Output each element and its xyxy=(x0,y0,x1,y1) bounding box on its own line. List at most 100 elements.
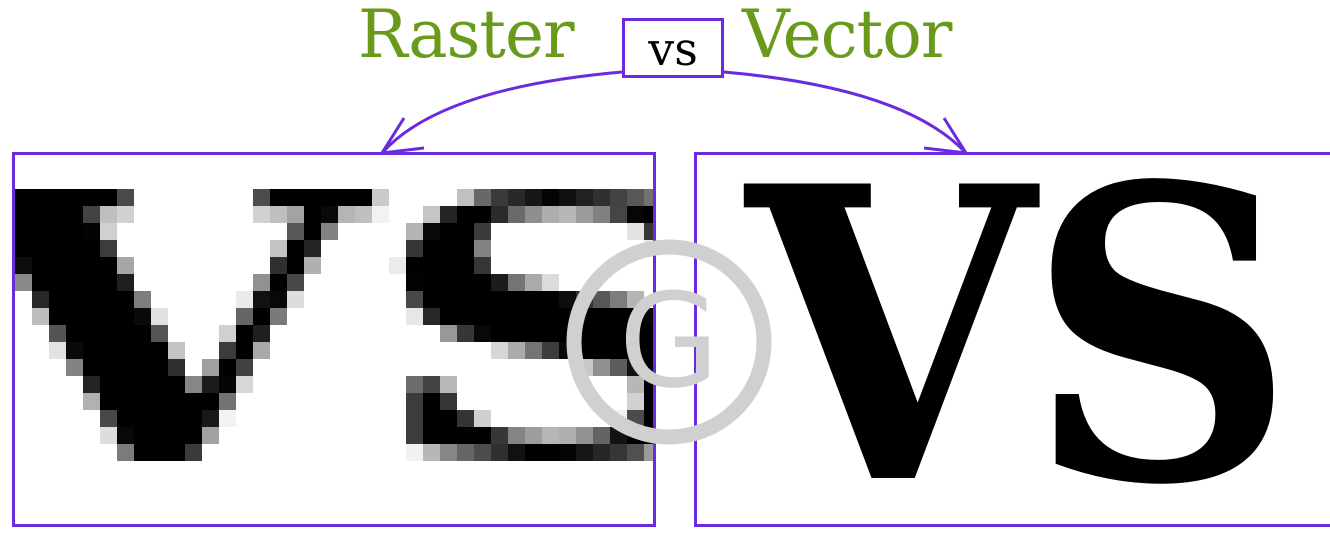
raster-pixel xyxy=(117,206,134,223)
raster-pixel xyxy=(338,206,355,223)
raster-pixel xyxy=(321,189,338,206)
raster-pixel xyxy=(168,427,185,444)
raster-pixel xyxy=(15,274,32,291)
raster-pixel xyxy=(49,206,66,223)
raster-pixel xyxy=(559,206,576,223)
raster-pixel xyxy=(457,444,474,461)
raster-pixel xyxy=(440,393,457,410)
raster-pixel xyxy=(338,189,355,206)
raster-pixel xyxy=(49,189,66,206)
raster-pixel xyxy=(83,359,100,376)
raster-pixel xyxy=(372,206,389,223)
raster-pixel xyxy=(423,240,440,257)
raster-pixel xyxy=(474,189,491,206)
raster-glyph xyxy=(15,189,653,461)
raster-pixel xyxy=(423,223,440,240)
raster-pixel xyxy=(474,206,491,223)
raster-pixel xyxy=(457,291,474,308)
raster-pixel xyxy=(423,308,440,325)
raster-pixel xyxy=(457,206,474,223)
raster-pixel xyxy=(559,444,576,461)
raster-pixel xyxy=(117,359,134,376)
raster-pixel xyxy=(202,427,219,444)
raster-pixel xyxy=(576,359,593,376)
raster-pixel xyxy=(151,342,168,359)
raster-pixel xyxy=(168,376,185,393)
raster-pixel xyxy=(593,444,610,461)
raster-pixel xyxy=(270,274,287,291)
raster-pixel xyxy=(627,342,644,359)
raster-pixel xyxy=(474,240,491,257)
raster-pixel xyxy=(236,291,253,308)
raster-pixel xyxy=(253,206,270,223)
raster-pixel xyxy=(406,257,423,274)
raster-pixel xyxy=(15,206,32,223)
raster-pixel xyxy=(474,427,491,444)
raster-pixel xyxy=(406,291,423,308)
raster-pixel xyxy=(219,393,236,410)
raster-pixel xyxy=(49,291,66,308)
raster-pixel xyxy=(440,376,457,393)
raster-pixel xyxy=(270,257,287,274)
raster-pixel xyxy=(100,325,117,342)
raster-pixel xyxy=(457,240,474,257)
raster-pixel xyxy=(151,444,168,461)
raster-pixel xyxy=(287,189,304,206)
raster-pixel xyxy=(593,427,610,444)
raster-pixel xyxy=(542,206,559,223)
raster-pixel xyxy=(49,308,66,325)
raster-pixel xyxy=(100,376,117,393)
raster-pixel xyxy=(440,427,457,444)
raster-pixel xyxy=(610,444,627,461)
raster-pixel xyxy=(559,325,576,342)
raster-pixel xyxy=(406,274,423,291)
raster-pixel xyxy=(508,325,525,342)
raster-pixel xyxy=(134,291,151,308)
raster-pixel xyxy=(542,427,559,444)
raster-pixel xyxy=(253,325,270,342)
raster-pixel xyxy=(542,342,559,359)
raster-pixel xyxy=(83,274,100,291)
raster-pixel xyxy=(406,308,423,325)
raster-pixel xyxy=(49,342,66,359)
raster-pixel xyxy=(253,308,270,325)
raster-pixel xyxy=(440,308,457,325)
raster-pixel xyxy=(542,291,559,308)
raster-pixel xyxy=(49,325,66,342)
raster-pixel xyxy=(389,257,406,274)
raster-pixel xyxy=(304,189,321,206)
raster-pixel xyxy=(117,274,134,291)
raster-pixel xyxy=(117,189,134,206)
raster-pixel xyxy=(15,223,32,240)
raster-pixel xyxy=(525,291,542,308)
raster-pixel xyxy=(66,206,83,223)
raster-pixel xyxy=(610,291,627,308)
raster-pixel xyxy=(49,274,66,291)
raster-pixel xyxy=(100,206,117,223)
arc-to-raster xyxy=(380,70,623,154)
raster-pixel xyxy=(202,393,219,410)
raster-pixel xyxy=(644,427,653,444)
raster-pixel xyxy=(304,240,321,257)
raster-pixel xyxy=(474,223,491,240)
raster-pixel xyxy=(287,291,304,308)
raster-pixel xyxy=(32,240,49,257)
raster-pixel xyxy=(100,257,117,274)
raster-pixel xyxy=(168,444,185,461)
raster-pixel xyxy=(423,291,440,308)
raster-pixel xyxy=(287,274,304,291)
raster-pixel xyxy=(117,410,134,427)
raster-pixel xyxy=(100,342,117,359)
raster-pixel xyxy=(423,257,440,274)
raster-pixel xyxy=(593,325,610,342)
raster-pixel xyxy=(83,257,100,274)
raster-pixel xyxy=(372,189,389,206)
raster-pixel xyxy=(491,444,508,461)
raster-pixel xyxy=(627,376,644,393)
raster-pixel xyxy=(593,359,610,376)
raster-pixel xyxy=(355,189,372,206)
raster-pixel xyxy=(83,206,100,223)
raster-pixel xyxy=(236,325,253,342)
raster-pixel xyxy=(151,393,168,410)
